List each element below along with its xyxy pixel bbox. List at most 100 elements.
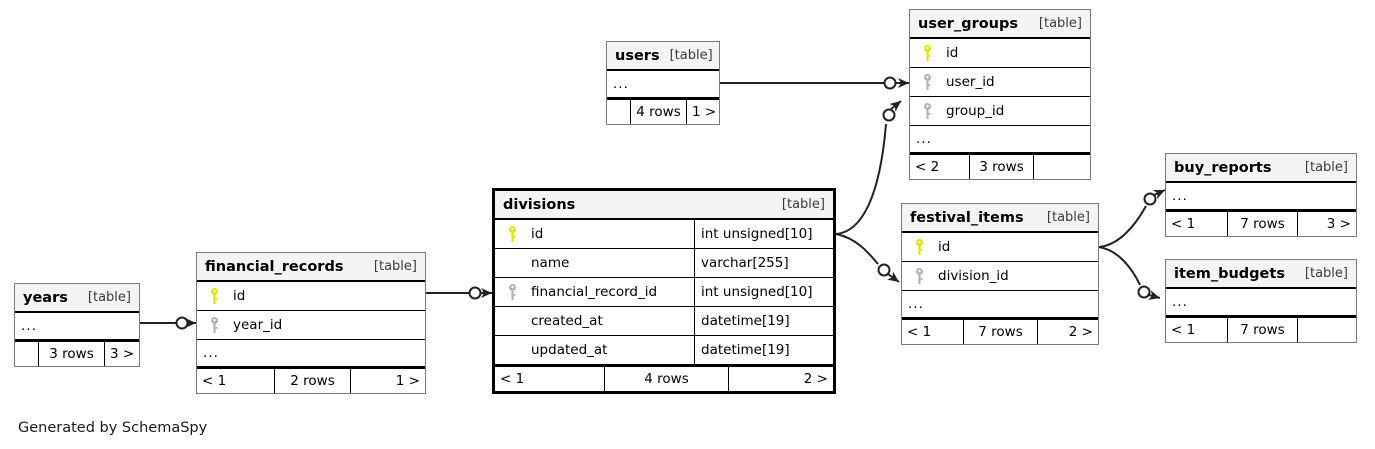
next-page-link-years[interactable]: 3 > [110,346,135,362]
prev-page-link-buy_reports[interactable]: < 1 [1166,212,1228,236]
primary-key-icon [210,288,218,304]
prev-page-link-user_groups[interactable]: < 2 [910,155,970,179]
foreign-key-icon [508,284,516,300]
more-columns-ellipsis-user_groups[interactable]: ... [910,126,1090,153]
table-kind-label-buy_reports: [table] [1304,160,1348,175]
column-name-cell: id [902,233,1098,261]
column-name-cell: created_at [495,307,694,335]
next-page-link-user_groups [1034,155,1090,179]
column-name-cell: name [495,249,694,277]
row-count-years: 3 rows [39,342,105,366]
table-header-users[interactable]: users[table] [607,42,719,71]
prev-page-link-financial_records[interactable]: < 1 [197,369,275,393]
column-row-festival_items-id[interactable]: id [902,233,1098,262]
more-columns-ellipsis-buy_reports[interactable]: ... [1166,183,1356,210]
column-name-cell: id [910,39,1090,67]
foreign-key-icon [210,317,218,333]
column-key-slot [908,268,930,284]
row-count-buy_reports: 7 rows [1228,212,1298,236]
column-key-slot [501,226,523,242]
table-header-user_groups[interactable]: user_groups [table] [910,10,1090,39]
prev-page-link-festival_items[interactable]: < 1 [902,320,964,344]
prev-page-link-divisions[interactable]: < 1 [495,367,605,391]
more-columns-ellipsis-years[interactable]: ... [15,313,139,340]
edge-users-user-groups [720,76,909,90]
prev-page-link-users [607,100,631,124]
more-columns-ellipsis-festival_items[interactable]: ... [902,291,1098,318]
table-kind-label-divisions: [table] [781,197,825,212]
primary-key-icon [923,45,931,61]
column-row-user_groups-group_id[interactable]: group_id [910,97,1090,126]
table-kind-label-item_budgets: [table] [1304,266,1348,281]
column-name-cell: year_id [197,311,425,339]
table-title-buy_reports: buy_reports [1174,159,1272,176]
edge-years-financial-records [140,316,196,330]
more-columns-ellipsis-users[interactable]: ... [607,71,719,98]
column-name-cell: user_id [910,68,1090,96]
table-title-users: users [615,47,660,64]
prev-page-link-years [15,342,39,366]
foreign-key-icon [915,268,923,284]
table-node-festival_items[interactable]: festival_items [table] id division_id...< 1… [901,203,1099,345]
column-label: id [938,239,951,255]
edge-festival-items-buy-reports [1098,189,1166,248]
column-label: id [233,288,246,304]
generated-by-caption: Generated by SchemaSpy [18,420,208,436]
next-page-link-festival_items[interactable]: 2 > [1068,324,1093,340]
column-row-financial_records-id[interactable]: id [197,282,425,311]
column-key-slot [908,239,930,255]
next-page-link-users[interactable]: 1 > [692,104,717,120]
table-node-years[interactable]: years[table]...3 rows 3 > [14,283,140,367]
table-header-financial_records[interactable]: financial_records[table] [197,253,425,282]
table-kind-label-festival_items: [table] [1046,210,1090,225]
foreign-key-icon [923,103,931,119]
table-kind-label-user_groups: [table] [1038,16,1082,31]
column-label: id [531,226,544,242]
column-row-festival_items-division_id[interactable]: division_id [902,262,1098,291]
column-key-slot [916,45,938,61]
column-key-slot [501,284,523,300]
column-row-financial_records-year_id[interactable]: year_id [197,311,425,340]
column-label: name [531,255,570,271]
more-columns-ellipsis-item_budgets[interactable]: ... [1166,289,1356,316]
edge-divisions-festival-items [835,233,900,283]
column-row-user_groups-user_id[interactable]: user_id [910,68,1090,97]
table-title-festival_items: festival_items [910,209,1024,226]
table-header-festival_items[interactable]: festival_items [table] [902,204,1098,233]
next-page-link-financial_records[interactable]: 1 > [395,373,420,389]
table-header-years[interactable]: years[table] [15,284,139,313]
column-row-user_groups-id[interactable]: id [910,39,1090,68]
table-header-item_budgets[interactable]: item_budgets[table] [1166,260,1356,289]
column-name-cell: id [495,220,694,248]
column-key-slot [203,288,225,304]
column-label: group_id [946,103,1005,119]
table-header-buy_reports[interactable]: buy_reports [table] [1166,154,1356,183]
column-name-cell: id [197,282,425,310]
table-header-divisions[interactable]: divisions[table] [495,191,833,220]
prev-page-link-item_budgets[interactable]: < 1 [1166,318,1228,342]
next-page-link-buy_reports[interactable]: 3 > [1326,216,1351,232]
foreign-key-icon [923,74,931,90]
edge-financial-records-divisions [426,286,492,300]
next-page-link-divisions[interactable]: 2 > [803,371,828,387]
next-page-link-item_budgets [1298,318,1356,342]
more-columns-ellipsis-financial_records[interactable]: ... [197,340,425,367]
table-title-user_groups: user_groups [918,15,1019,32]
primary-key-icon [915,239,923,255]
column-type-cell: datetime[19] [694,336,833,364]
row-count-divisions: 4 rows [605,367,729,391]
